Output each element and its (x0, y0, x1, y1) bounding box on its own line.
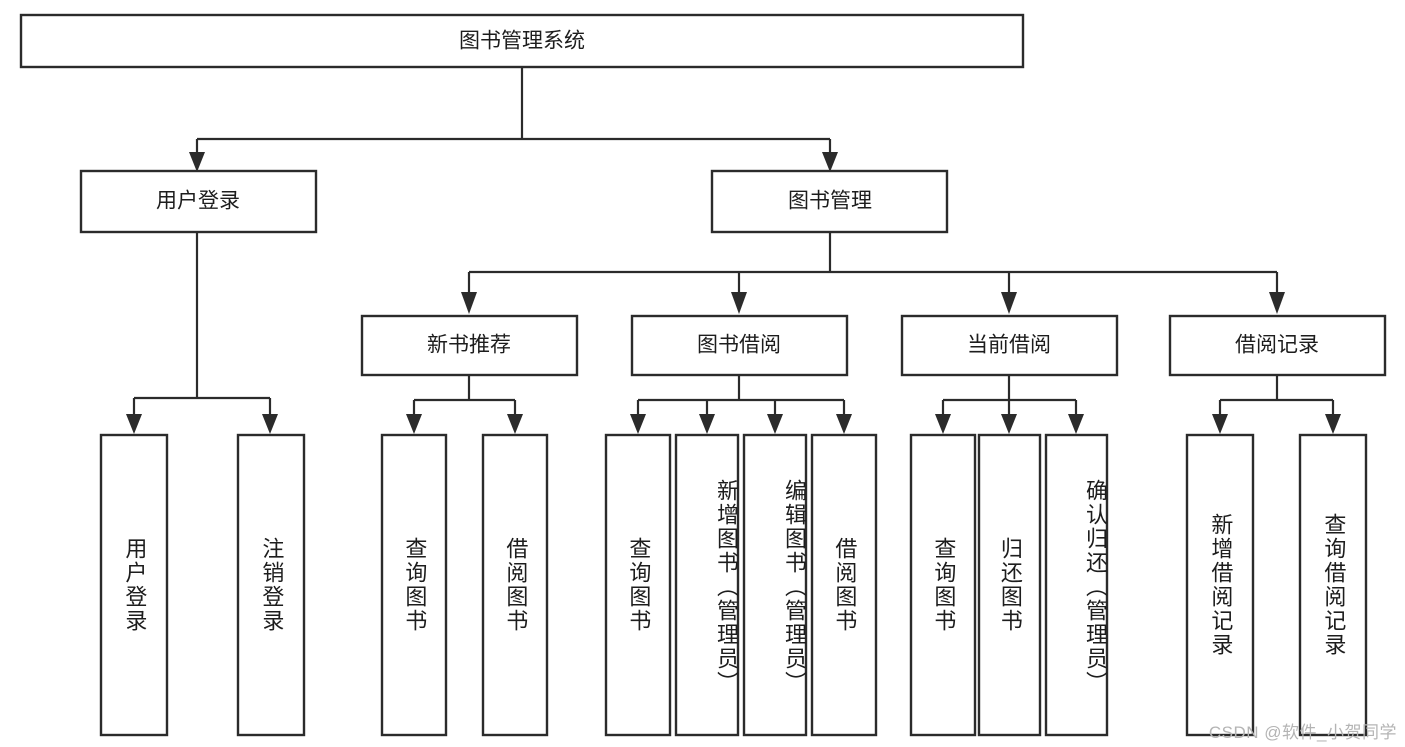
arrowhead-leaf-return-book (1001, 414, 1017, 434)
connector-userlogin-bus (132, 232, 272, 418)
connector-borrowrecord-bus (1218, 375, 1335, 418)
connector-currentborrow-bus (941, 375, 1078, 418)
node-leaf-add-record[interactable] (1185, 433, 1255, 737)
node-borrow-record[interactable]: 借阅记录 (1168, 314, 1387, 377)
node-leaf-borrow-book-2[interactable] (810, 433, 878, 737)
connector-bookmgmt-bus (467, 232, 1279, 298)
node-leaf-query-record[interactable] (1298, 433, 1368, 737)
csdn-watermark: CSDN @软件_小贺同学 (1208, 723, 1397, 742)
node-new-book-recommend-label: 新书推荐 (427, 334, 511, 357)
arrowhead-leaf-query-book-3 (935, 414, 951, 434)
node-layer: 图书管理系统 用户登录 图书管理 新书推荐 图书借阅 (19, 13, 1387, 737)
connector-layer (126, 66, 1341, 434)
arrowhead-leaf-query-record (1325, 414, 1341, 434)
arrowhead-to-user-login (189, 152, 205, 172)
arrowhead-leaf-confirm-return (1068, 414, 1084, 434)
node-leaf-query-book-3[interactable] (909, 433, 977, 737)
node-book-borrow[interactable]: 图书借阅 (630, 314, 849, 377)
arrowhead-leaf-borrow-book-1 (507, 414, 523, 434)
arrowhead-to-new-book-recommend (461, 292, 477, 314)
node-leaf-user-login[interactable] (99, 433, 169, 737)
node-user-login-label: 用户登录 (156, 190, 240, 213)
node-root[interactable]: 图书管理系统 (19, 13, 1025, 69)
arrowhead-leaf-borrow-book-2 (836, 414, 852, 434)
node-leaf-edit-book[interactable] (742, 433, 808, 737)
node-book-borrow-label: 图书借阅 (697, 334, 781, 357)
arrowhead-leaf-query-book-2 (630, 414, 646, 434)
arrowhead-to-book-borrow (731, 292, 747, 314)
node-leaf-logout-login[interactable] (236, 433, 306, 737)
node-current-borrow[interactable]: 当前借阅 (900, 314, 1119, 377)
node-root-label: 图书管理系统 (459, 30, 585, 53)
arrowhead-leaf-edit-book (767, 414, 783, 434)
arrowhead-leaf-user-login (126, 414, 142, 434)
node-book-management-label: 图书管理 (788, 190, 872, 213)
node-user-login[interactable]: 用户登录 (79, 169, 318, 234)
connector-root-to-level2 (195, 66, 832, 156)
node-new-book-recommend[interactable]: 新书推荐 (360, 314, 579, 377)
node-leaf-query-book-1[interactable] (380, 433, 448, 737)
node-book-management[interactable]: 图书管理 (710, 169, 949, 234)
arrowhead-leaf-query-book-1 (406, 414, 422, 434)
arrowhead-leaf-add-book (699, 414, 715, 434)
arrowhead-leaf-logout-login (262, 414, 278, 434)
arrowhead-to-book-management (822, 152, 838, 172)
connector-newbook-bus (412, 375, 517, 418)
connector-bookborrow-bus (636, 375, 846, 418)
arrowhead-to-borrow-record (1269, 292, 1285, 314)
node-leaf-confirm-return[interactable] (1044, 433, 1109, 737)
node-current-borrow-label: 当前借阅 (967, 334, 1051, 357)
node-leaf-return-book[interactable] (977, 433, 1042, 737)
node-leaf-query-book-2[interactable] (604, 433, 672, 737)
node-leaf-add-book[interactable] (674, 433, 740, 737)
node-leaf-borrow-book-1[interactable] (481, 433, 549, 737)
arrowhead-leaf-add-record (1212, 414, 1228, 434)
arrowhead-to-current-borrow (1001, 292, 1017, 314)
node-borrow-record-label: 借阅记录 (1235, 334, 1319, 357)
